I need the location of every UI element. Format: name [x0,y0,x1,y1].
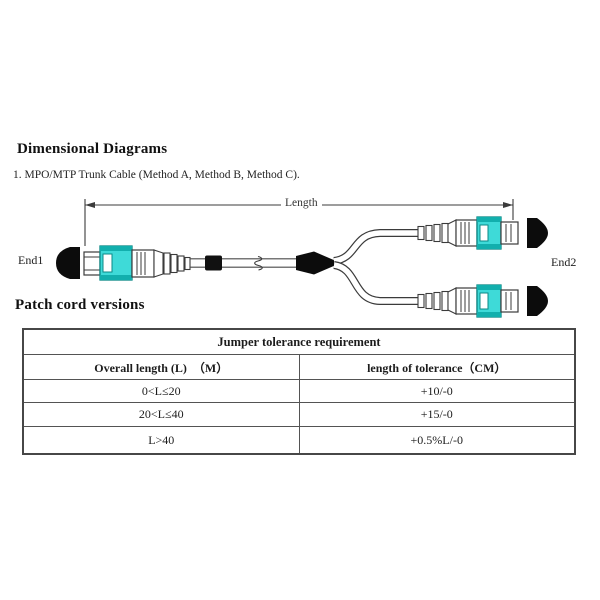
length-dimension-label: Length [281,197,322,209]
cable-marker-band [205,255,222,271]
dim-arrow-left [85,202,95,208]
cable-break-mark [254,255,263,271]
dim-arrow-right [503,202,513,208]
cell-overall-length: 0<L≤20 [22,379,300,403]
table-row: 20<L≤40 +15/-0 [22,402,576,427]
cell-overall-length: 20<L≤40 [22,402,300,427]
cell-tolerance: +15/-0 [298,402,576,427]
table-row: 0<L≤20 +10/-0 [22,379,576,403]
fanout-body [296,251,336,275]
end2-label: End2 [551,255,577,269]
end1-mpo-connector [83,245,191,281]
trunk-cable-list-item: 1. MPO/MTP Trunk Cable (Method A, Method… [13,169,300,181]
trunk-cable [190,255,298,271]
cell-overall-length: L>40 [22,426,300,455]
table-title-row: Jumper tolerance requirement [22,328,576,355]
cell-tolerance: +0.5%L/-0 [298,426,576,455]
end2-top-mpo-connector [417,216,549,250]
table-header-row: Overall length (L) （M） length of toleran… [22,354,576,380]
jumper-tolerance-table: Jumper tolerance requirement Overall len… [22,328,576,455]
column-header-overall-length: Overall length (L) （M） [22,354,300,380]
table-row: L>40 +0.5%L/-0 [22,426,576,455]
end1-dust-cap-icon [56,247,80,279]
table-title: Jumper tolerance requirement [22,328,576,355]
end1-label: End1 [18,253,44,267]
cell-tolerance: +10/-0 [298,379,576,403]
section-title-dimensional-diagrams: Dimensional Diagrams [17,141,168,157]
end2-bottom-mpo-connector [417,284,549,318]
breakout-tubes [333,229,418,305]
column-header-tolerance: length of tolerance（CM） [298,354,576,380]
section-title-patch-cord-versions: Patch cord versions [15,297,145,313]
